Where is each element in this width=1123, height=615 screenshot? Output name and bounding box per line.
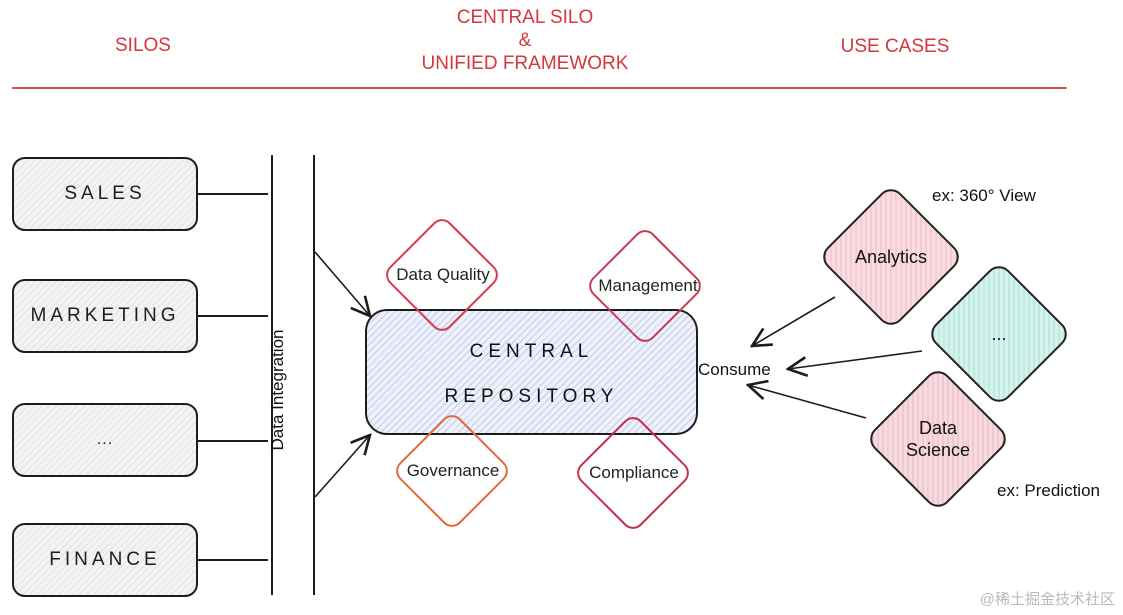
silo-marketing-label: MARKETING	[30, 305, 180, 326]
compliance-label: Compliance	[589, 463, 679, 482]
central-repository: CENTRAL REPOSITORY	[365, 309, 698, 435]
silo-ellipsis-label: ...	[96, 431, 114, 448]
header-central-line3: UNIFIED FRAMEWORK	[421, 53, 629, 74]
integration-arrow-top	[314, 251, 370, 316]
data-science-label: Data Science	[906, 417, 970, 461]
data-science-label-line1: Data	[918, 418, 958, 438]
silo-ellipsis: ...	[12, 403, 198, 477]
central-repository-line1: CENTRAL	[469, 341, 594, 362]
data-science-example-note: ex: Prediction	[997, 481, 1100, 500]
data-science-to-repository-arrow	[748, 385, 867, 419]
silo-finance-label: FINANCE	[49, 549, 161, 570]
integration-label: Data Integration	[268, 329, 287, 451]
silo-marketing: MARKETING	[12, 279, 198, 353]
integration-bar-right	[313, 155, 315, 595]
central-repository-line2: REPOSITORY	[444, 386, 619, 407]
silo-sales-label: SALES	[64, 183, 146, 204]
watermark: @稀土掘金技术社区	[979, 591, 1115, 608]
header-divider	[12, 87, 1067, 89]
header-silos: SILOS	[115, 35, 171, 56]
silo-sales: SALES	[12, 157, 198, 231]
other-to-consume-arrow	[788, 350, 923, 369]
consume-label: Consume	[698, 360, 771, 379]
management-label: Management	[598, 276, 698, 295]
integration-arrow-bottom	[314, 435, 370, 498]
data-science-label-line2: Science	[905, 440, 971, 460]
header-central-line1: CENTRAL SILO	[456, 7, 594, 28]
governance-label: Governance	[406, 461, 500, 480]
consume-to-repository-arrow	[752, 296, 836, 346]
integration-bar-left	[271, 155, 273, 595]
header-central-line2: &	[518, 30, 532, 51]
data-quality-label: Data Quality	[396, 265, 490, 284]
header-central-silo: CENTRAL SILO & UNIFIED FRAMEWORK	[380, 6, 670, 75]
analytics-example-note: ex: 360° View	[932, 186, 1036, 205]
other-use-case-label: ...	[991, 324, 1007, 344]
silo-finance: FINANCE	[12, 523, 198, 597]
header-use-cases: USE CASES	[840, 36, 950, 57]
analytics-label: Analytics	[854, 247, 928, 267]
